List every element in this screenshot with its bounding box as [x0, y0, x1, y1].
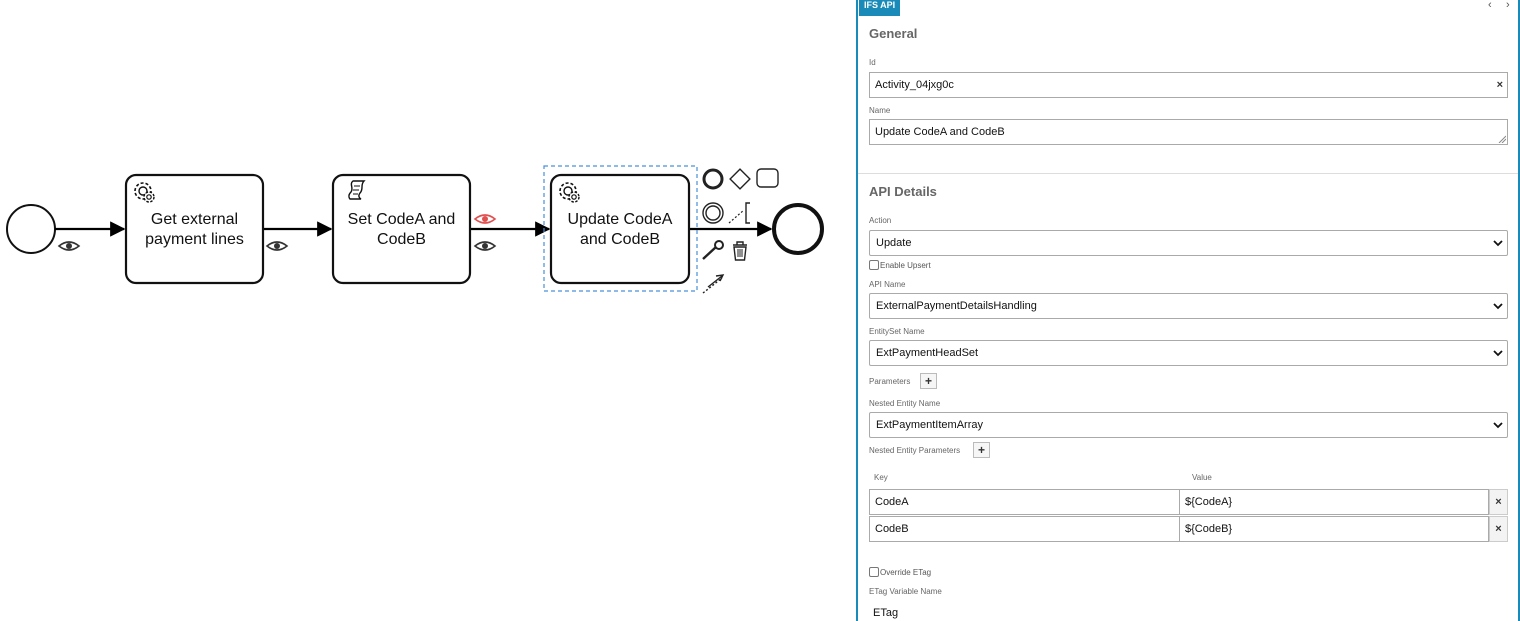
- enable-upsert-label: Enable Upsert: [880, 260, 931, 270]
- section-api-details-title: API Details: [869, 184, 937, 199]
- alert-eye-icon[interactable]: [473, 214, 497, 224]
- override-etag-row[interactable]: Override ETag: [869, 567, 931, 577]
- trash-icon[interactable]: [733, 241, 747, 261]
- script-icon: [348, 180, 366, 200]
- key-column-header: Key: [874, 473, 888, 482]
- param-key-input[interactable]: CodeB: [869, 516, 1180, 542]
- panel-nav-prev[interactable]: ‹: [1488, 0, 1492, 11]
- append-intermediate-event-icon[interactable]: [702, 202, 724, 224]
- add-parameter-button[interactable]: +: [920, 373, 937, 389]
- selection-outline: [543, 165, 698, 292]
- nested-params-label: Nested Entity Parameters: [869, 446, 961, 455]
- name-label: Name: [869, 106, 891, 115]
- text-annotation-icon[interactable]: [728, 202, 750, 224]
- id-input[interactable]: Activity_04jxg0c ×: [869, 72, 1508, 98]
- parameters-label: Parameters: [869, 377, 911, 386]
- append-task-icon[interactable]: [756, 168, 779, 188]
- nested-entity-select[interactable]: ExtPaymentItemArray: [869, 412, 1508, 438]
- action-value: Update: [876, 237, 912, 249]
- param-key-input[interactable]: CodeA: [869, 489, 1180, 515]
- chevron-down-icon: [1493, 303, 1503, 310]
- param-value-input[interactable]: ${CodeA}: [1179, 489, 1489, 515]
- append-gateway-icon[interactable]: [729, 168, 751, 190]
- chevron-down-icon: [1493, 240, 1503, 247]
- action-label: Action: [869, 216, 892, 225]
- enable-upsert-checkbox[interactable]: [869, 260, 879, 270]
- action-select[interactable]: Update: [869, 230, 1508, 256]
- api-name-select[interactable]: ExternalPaymentDetailsHandling: [869, 293, 1508, 319]
- task-label: Update CodeA and CodeB: [567, 211, 673, 248]
- eye-icon[interactable]: [265, 241, 289, 251]
- value-column-header: Value: [1192, 473, 1212, 482]
- connect-icon[interactable]: [702, 274, 725, 294]
- etag-var-input[interactable]: ETag: [873, 607, 899, 619]
- append-end-event-icon[interactable]: [702, 168, 724, 190]
- id-label: Id: [869, 58, 876, 67]
- tab-ifs-api[interactable]: IFS API: [859, 0, 901, 16]
- clear-id-button[interactable]: ×: [1496, 79, 1503, 91]
- properties-panel: IFS API ‹ › General Id Activity_04jxg0c …: [856, 0, 1520, 621]
- section-general-title: General: [869, 26, 918, 41]
- task-update-codea-codeb[interactable]: [549, 173, 691, 285]
- param-value-input[interactable]: ${CodeB}: [1179, 516, 1489, 542]
- chevron-down-icon: [1493, 350, 1503, 357]
- eye-icon[interactable]: [57, 241, 81, 251]
- nested-entity-value: ExtPaymentItemArray: [876, 419, 983, 431]
- api-name-value: ExternalPaymentDetailsHandling: [876, 300, 1037, 312]
- diagram-svg: [6, 165, 824, 294]
- task-label: Get external payment lines: [145, 211, 244, 248]
- bpmn-canvas[interactable]: Get external payment lines Set CodeA and…: [0, 0, 856, 621]
- entityset-label: EntitySet Name: [869, 327, 925, 336]
- task-get-external-payment-lines[interactable]: [124, 173, 265, 285]
- eye-icon[interactable]: [473, 241, 497, 251]
- override-etag-checkbox[interactable]: [869, 567, 879, 577]
- wrench-icon[interactable]: [702, 240, 724, 260]
- etag-var-label: ETag Variable Name: [869, 587, 942, 596]
- override-etag-label: Override ETag: [880, 567, 932, 577]
- task-label: Set CodeA and CodeB: [347, 211, 456, 248]
- end-event[interactable]: [772, 203, 824, 255]
- start-event[interactable]: [6, 204, 56, 254]
- chevron-down-icon: [1493, 422, 1503, 429]
- panel-nav-next[interactable]: ›: [1506, 0, 1510, 11]
- name-textarea[interactable]: Update CodeA and CodeB: [869, 119, 1508, 145]
- id-value: Activity_04jxg0c: [875, 79, 954, 91]
- enable-upsert-row[interactable]: Enable Upsert: [869, 260, 931, 270]
- add-nested-parameter-button[interactable]: +: [973, 442, 990, 458]
- api-name-label: API Name: [869, 280, 906, 289]
- remove-param-button[interactable]: ×: [1489, 489, 1508, 515]
- name-value: Update CodeA and CodeB: [875, 126, 1005, 138]
- remove-param-button[interactable]: ×: [1489, 516, 1508, 542]
- nested-entity-label: Nested Entity Name: [869, 399, 941, 408]
- section-divider: [858, 173, 1518, 174]
- gear-icon: [134, 182, 155, 203]
- gear-icon: [559, 182, 580, 203]
- entityset-select[interactable]: ExtPaymentHeadSet: [869, 340, 1508, 366]
- entityset-value: ExtPaymentHeadSet: [876, 347, 979, 359]
- task-set-codea-codeb[interactable]: [331, 173, 472, 285]
- resize-handle-icon[interactable]: [1498, 135, 1506, 143]
